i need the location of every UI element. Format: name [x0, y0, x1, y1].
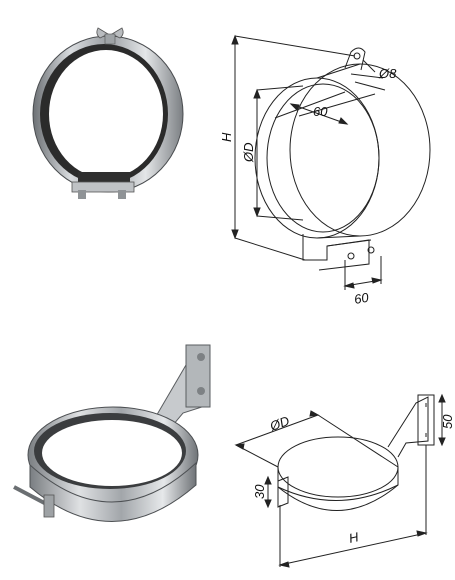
bottom-bracket [302, 234, 370, 271]
bottom-dim-diameter-label: ØD [267, 413, 291, 434]
bottom-dim-bracket-height-label: 50 [440, 414, 453, 429]
top-technical-drawing: Ø8 60 ØD H 60 [205, 20, 450, 310]
dim-diameter-label: ØD [241, 143, 256, 164]
band-outer-ellipse [289, 63, 431, 237]
bottom-dim-band-height-label: 30 [252, 484, 267, 499]
top-tab [344, 47, 366, 71]
wall-bracket [387, 396, 429, 458]
bottom-technical-drawing: ØD 50 30 H [228, 385, 453, 575]
dim-band-width-label: 60 [313, 104, 328, 119]
bottom-dim-length-label: H [348, 529, 361, 546]
dim-height-label: H [219, 132, 234, 142]
photo-wall-clamp-bracket [8, 335, 223, 540]
dim-bracket-width-label: 60 [353, 290, 371, 307]
band-top-ellipse [277, 436, 399, 498]
dim-hole-label: Ø8 [378, 66, 397, 81]
photo-pipe-clamp-rubber [20, 22, 200, 207]
